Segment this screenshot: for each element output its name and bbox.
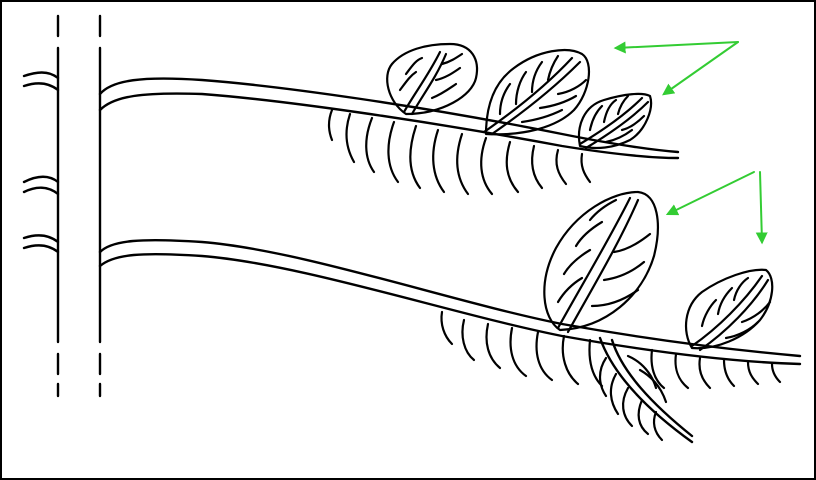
annotation-arrows	[616, 42, 762, 242]
lower-branch	[100, 192, 800, 442]
upper-leaf-2	[484, 50, 589, 134]
arrow-upper-left	[616, 42, 738, 48]
left-stub-2	[24, 177, 58, 182]
side-twig-leaflets	[600, 356, 666, 440]
arrow-lower-left	[668, 172, 754, 214]
left-stub-3b	[24, 245, 58, 252]
trunk	[24, 16, 100, 396]
lower-leaf-2	[686, 270, 772, 350]
upper-leaflets	[329, 110, 590, 194]
arrow-group-upper	[616, 42, 738, 94]
lower-leaflets	[441, 312, 780, 388]
left-stub-3	[24, 235, 58, 242]
upper-leaf-1-midrib-b	[412, 54, 446, 114]
upper-leaf-3-midrib-b	[586, 102, 648, 148]
upper-branch	[100, 44, 678, 194]
left-stub-2b	[24, 188, 58, 194]
left-stub-1	[24, 73, 58, 79]
left-stub-1b	[24, 83, 58, 90]
arrow-group-lower	[668, 172, 762, 242]
arrow-upper-down	[664, 42, 738, 94]
lower-leaf-2-midrib	[692, 276, 762, 346]
upper-leaf-1	[387, 44, 477, 114]
arrow-lower-down	[760, 172, 762, 242]
lower-leaf-1	[544, 192, 658, 332]
upper-leaf-1-midrib	[404, 52, 440, 112]
